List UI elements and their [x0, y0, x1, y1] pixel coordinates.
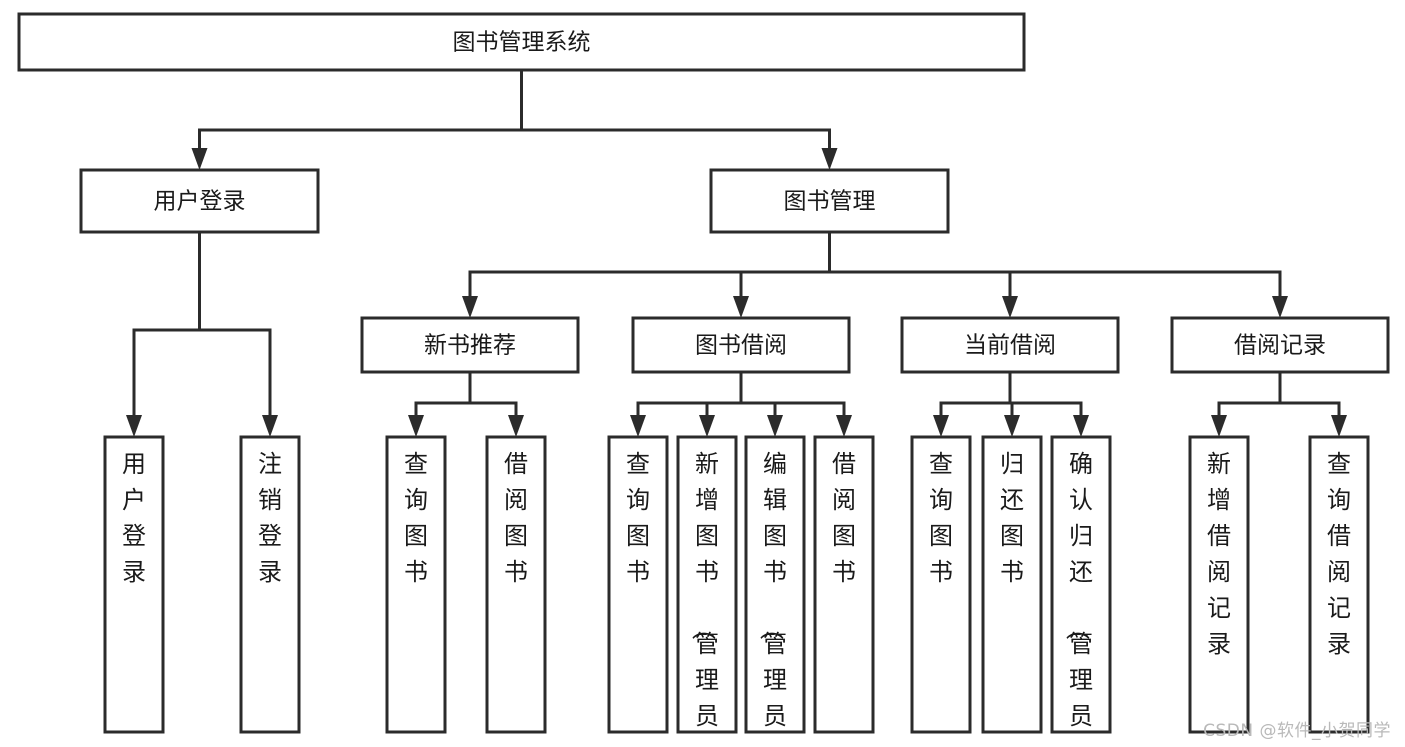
node-l3-bb-query[interactable]: 查询图书 [607, 435, 669, 734]
arrow-head-icon [1331, 415, 1347, 437]
arrow-head-icon [462, 296, 478, 318]
arrow-head-icon [733, 296, 749, 318]
arrow-head-icon [191, 148, 208, 170]
node-l2-current[interactable]: 当前借阅 [900, 316, 1120, 374]
node-l1-user-login[interactable]: 用户登录 [79, 168, 320, 234]
node-l3-cb-return[interactable]: 归还图书 [981, 435, 1043, 734]
node-label: 查询图书 [626, 450, 650, 586]
arrow-head-icon [262, 415, 278, 437]
node-label: 编辑图书（管理员） [757, 450, 787, 747]
node-label: 查询借阅记录 [1327, 450, 1351, 658]
arrow-head-icon [1002, 296, 1018, 318]
edge-l1_book_manage-to-l2_new_books [462, 232, 831, 318]
node-box [1170, 316, 1390, 374]
node-l2-new-books[interactable]: 新书推荐 [360, 316, 580, 374]
node-box [981, 435, 1043, 734]
node-label: 图书管理系统 [453, 30, 591, 56]
edge-l2_current-to-l3_cb_confirm [1008, 372, 1089, 437]
node-box [813, 435, 875, 734]
node-l3-rec-query[interactable]: 查询借阅记录 [1308, 435, 1370, 734]
node-l3-bb-borrow[interactable]: 借阅图书 [813, 435, 875, 734]
arrow-head-icon [836, 415, 852, 437]
arrow-head-icon [821, 148, 838, 170]
arrow-head-icon [1004, 415, 1020, 437]
node-box [360, 316, 580, 374]
node-box [385, 435, 447, 734]
node-label: 用户登录 [154, 189, 246, 215]
arrow-head-icon [1272, 296, 1288, 318]
node-label: 新增图书（管理员） [689, 450, 719, 747]
arrow-head-icon [126, 415, 142, 437]
node-label: 新书推荐 [424, 333, 516, 359]
node-label: 用户登录 [122, 450, 146, 586]
node-l3-bb-add[interactable]: 新增图书（管理员） [676, 435, 738, 747]
edge-l1_user_login-to-l3_user_login [126, 232, 201, 437]
edge-root-to-l1_book_manage [520, 70, 838, 170]
edge-l2_records-to-l3_rec_query [1278, 372, 1347, 437]
arrow-head-icon [699, 415, 715, 437]
node-box [900, 316, 1120, 374]
edge-l2_current-to-l3_cb_query [933, 372, 1012, 437]
edge-l1_book_manage-to-l2_records [828, 232, 1288, 318]
arrow-head-icon [1211, 415, 1227, 437]
node-box [607, 435, 669, 734]
node-box [103, 435, 165, 734]
node-label: 借阅图书 [504, 450, 528, 586]
edge-l1_book_manage-to-l2_current [828, 232, 1018, 318]
node-box [1050, 435, 1112, 734]
node-label: 查询图书 [404, 450, 428, 586]
node-label: 归还图书 [1000, 450, 1024, 586]
node-label: 借阅记录 [1234, 333, 1326, 359]
node-box [1308, 435, 1370, 734]
node-label: 当前借阅 [964, 333, 1056, 359]
node-l3-bb-edit[interactable]: 编辑图书（管理员） [744, 435, 806, 747]
arrow-head-icon [933, 415, 949, 437]
edge-l2_new_books-to-l3_nb_borrow [468, 372, 524, 437]
node-layer: 图书管理系统用户登录图书管理新书推荐图书借阅当前借阅借阅记录用户登录注销登录查询… [17, 12, 1390, 747]
node-label: 借阅图书 [832, 450, 856, 586]
node-l3-nb-borrow[interactable]: 借阅图书 [485, 435, 547, 734]
node-l3-user-login[interactable]: 用户登录 [103, 435, 165, 734]
node-box [744, 435, 806, 734]
arrow-head-icon [508, 415, 524, 437]
node-label: 查询图书 [929, 450, 953, 586]
node-box [1188, 435, 1250, 734]
edge-l2_records-to-l3_rec_add [1211, 372, 1282, 437]
node-label: 图书管理 [784, 189, 876, 215]
node-box [17, 12, 1026, 72]
node-box [910, 435, 972, 734]
arrow-head-icon [1073, 415, 1089, 437]
arrow-head-icon [408, 415, 424, 437]
node-label: 注销登录 [258, 450, 282, 586]
node-l3-cb-confirm[interactable]: 确认归还（管理员） [1050, 435, 1112, 747]
node-label: 确认归还（管理员） [1063, 450, 1093, 747]
edge-root-to-l1_user_login [191, 70, 523, 170]
node-l3-nb-query[interactable]: 查询图书 [385, 435, 447, 734]
node-root[interactable]: 图书管理系统 [17, 12, 1026, 72]
node-box [631, 316, 851, 374]
node-box [709, 168, 950, 234]
node-label: 新增借阅记录 [1207, 450, 1231, 658]
node-box [676, 435, 738, 734]
edge-l1_book_manage-to-l2_borrow [733, 232, 831, 318]
node-label: 图书借阅 [695, 333, 787, 359]
node-l3-rec-add[interactable]: 新增借阅记录 [1188, 435, 1250, 734]
node-l3-cb-query[interactable]: 查询图书 [910, 435, 972, 734]
edge-l2_borrow-to-l3_bb_borrow [739, 372, 852, 437]
edge-l2_new_books-to-l3_nb_query [408, 372, 472, 437]
edge-layer [126, 70, 1347, 437]
node-l1-book-manage[interactable]: 图书管理 [709, 168, 950, 234]
node-l2-records[interactable]: 借阅记录 [1170, 316, 1390, 374]
node-box [239, 435, 301, 734]
node-box [79, 168, 320, 234]
arrow-head-icon [630, 415, 646, 437]
edge-l1_user_login-to-l3_user_logout [198, 232, 278, 437]
arrow-head-icon [767, 415, 783, 437]
node-l2-borrow[interactable]: 图书借阅 [631, 316, 851, 374]
node-l3-user-logout[interactable]: 注销登录 [239, 435, 301, 734]
node-box [485, 435, 547, 734]
